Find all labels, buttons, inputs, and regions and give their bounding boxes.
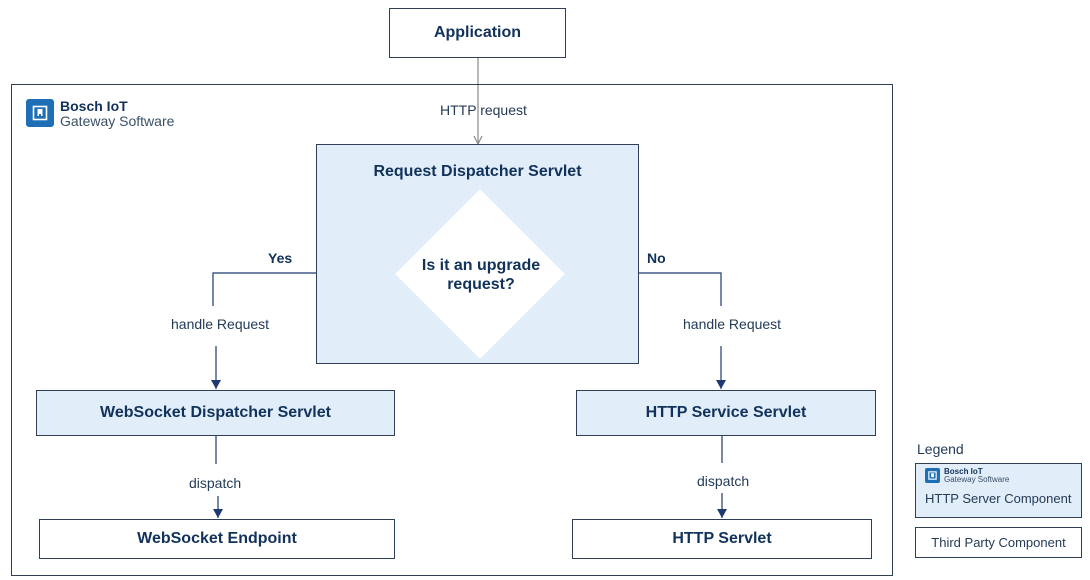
- request-dispatcher-title: Request Dispatcher Servlet: [373, 163, 582, 180]
- brand-product: Gateway Software: [60, 113, 175, 129]
- left-dispatch-label: dispatch: [189, 475, 242, 491]
- bosch-logo-icon: [26, 99, 54, 127]
- brand-text: Bosch IoT Gateway Software: [60, 99, 174, 129]
- brand-name: Bosch IoT: [60, 98, 128, 114]
- legend-third-party-label: Third Party Component: [931, 535, 1066, 550]
- application-node: Application: [389, 8, 566, 58]
- legend-title: Legend: [917, 441, 964, 457]
- legend-brand-text: Bosch IoT Gateway Software: [944, 468, 1009, 484]
- legend-server-component-label: HTTP Server Component: [925, 491, 1072, 506]
- websocket-endpoint-label: WebSocket Endpoint: [137, 530, 297, 547]
- http-service-label: HTTP Service Servlet: [645, 404, 807, 421]
- left-handle-request-label: handle Request: [171, 316, 270, 332]
- http-servlet-node: HTTP Servlet: [572, 519, 872, 559]
- gateway-container: [11, 84, 893, 576]
- right-dispatch-label: dispatch: [697, 473, 750, 489]
- legend-third-party: Third Party Component: [915, 527, 1082, 558]
- http-service-node: HTTP Service Servlet: [576, 390, 876, 436]
- websocket-endpoint-node: WebSocket Endpoint: [39, 519, 395, 559]
- websocket-dispatcher-label: WebSocket Dispatcher Servlet: [100, 404, 331, 421]
- legend-server-component: Bosch IoT Gateway Software HTTP Server C…: [915, 463, 1082, 518]
- websocket-dispatcher-node: WebSocket Dispatcher Servlet: [36, 390, 395, 436]
- legend-brand-name: Bosch IoT: [944, 467, 983, 476]
- legend-bosch-logo-icon: [925, 468, 940, 483]
- right-handle-request-label: handle Request: [683, 316, 782, 332]
- legend-brand-product: Gateway Software: [944, 475, 1010, 484]
- http-servlet-label: HTTP Servlet: [672, 530, 772, 547]
- yes-label: Yes: [268, 250, 293, 266]
- http-request-label: HTTP request: [440, 102, 527, 118]
- no-label: No: [647, 250, 666, 266]
- upgrade-question: Is it an upgrade request?: [421, 257, 541, 293]
- application-label: Application: [433, 24, 522, 41]
